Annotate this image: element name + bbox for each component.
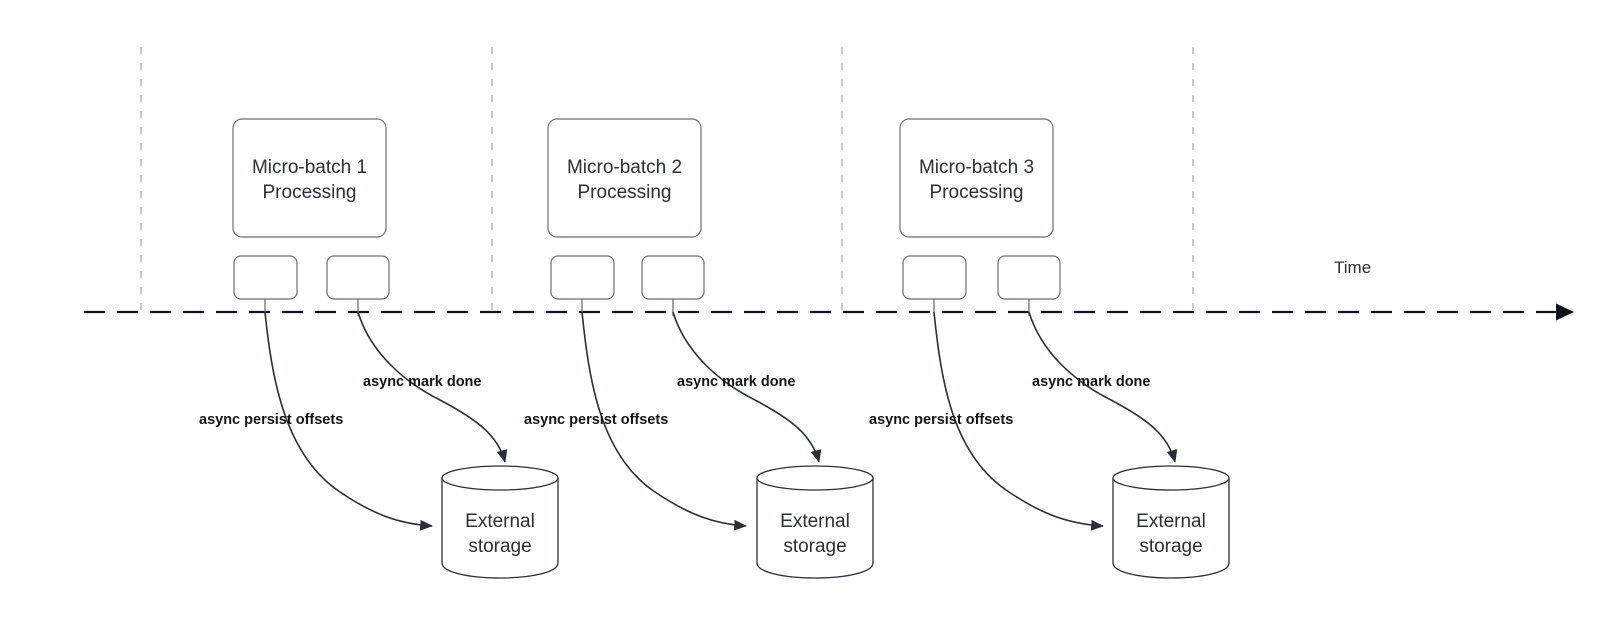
batch-2-markdone-task-box[interactable]: [641, 255, 705, 300]
batch-boundary-guides: [140, 47, 1194, 313]
batch-3-storage-label-line2: storage: [1139, 536, 1202, 557]
batch-1-markdone-task-box[interactable]: [326, 255, 390, 300]
batch-3-persist-task-box[interactable]: [902, 255, 967, 300]
batch-1-storage-label-line2: storage: [468, 536, 531, 557]
batch-2-title-line2: Processing: [578, 182, 672, 203]
batch-3-external-storage[interactable]: External storage: [1112, 465, 1230, 579]
batch-2-mark-done-arrow: [672, 311, 822, 463]
batch-2-title-line1: Micro-batch 2: [567, 157, 682, 178]
batch-3-processing-box[interactable]: [899, 118, 1054, 238]
batch-group-3: Micro-batch 3 Processing async mark done…: [869, 118, 1230, 579]
time-axis-label: Time: [1334, 258, 1371, 277]
batch-1-storage-label-line1: External: [465, 511, 535, 532]
batch-1-processing-box[interactable]: [232, 118, 387, 238]
batch-2-persist-offsets-label: async persist offsets: [524, 412, 668, 428]
batch-1-persist-offsets-label: async persist offsets: [199, 412, 343, 428]
batch-3-title-line2: Processing: [930, 182, 1024, 203]
batch-2-processing-box[interactable]: [547, 118, 702, 238]
timeline-axis: Time: [84, 258, 1574, 321]
batch-3-mark-done-arrow: [1028, 311, 1178, 463]
batch-1-storage-cylinder-top: [441, 465, 559, 491]
batch-3-mark-done-label: async mark done: [1032, 374, 1150, 390]
batch-2-persist-task-box[interactable]: [550, 255, 615, 300]
batch-1-storage-cylinder-body: [441, 478, 559, 579]
batch-3-storage-cylinder-top: [1112, 465, 1230, 491]
batch-3-storage-label-line1: External: [1136, 511, 1206, 532]
batch-1-persist-offsets-arrow: [264, 311, 433, 531]
batch-2-storage-cylinder-top: [756, 465, 874, 491]
batch-1-title-line1: Micro-batch 1: [252, 157, 367, 178]
batch-3-storage-cylinder-body: [1112, 478, 1230, 579]
batch-2-storage-label-line2: storage: [783, 536, 846, 557]
batch-1-mark-done-label: async mark done: [363, 374, 481, 390]
batch-1-persist-task-box[interactable]: [233, 255, 298, 300]
batch-1-title-line2: Processing: [263, 182, 357, 203]
batch-2-storage-label-line1: External: [780, 511, 850, 532]
batch-2-storage-cylinder-body: [756, 478, 874, 579]
batch-3-persist-offsets-arrow: [933, 311, 1104, 531]
batch-2-persist-offsets-arrow: [581, 311, 747, 531]
batch-1-external-storage[interactable]: External storage: [441, 465, 559, 579]
batch-3-markdone-task-box[interactable]: [997, 255, 1061, 300]
batch-2-mark-done-label: async mark done: [677, 374, 795, 390]
batch-1-mark-done-arrow: [357, 311, 508, 463]
batch-3-title-line1: Micro-batch 3: [919, 157, 1034, 178]
batch-group-1: Micro-batch 1 Processing async mark done…: [199, 118, 559, 579]
timeline-arrowhead: [1556, 303, 1574, 321]
batch-3-persist-offsets-label: async persist offsets: [869, 412, 1013, 428]
batch-group-2: Micro-batch 2 Processing async mark done…: [524, 118, 874, 579]
batch-2-external-storage[interactable]: External storage: [756, 465, 874, 579]
